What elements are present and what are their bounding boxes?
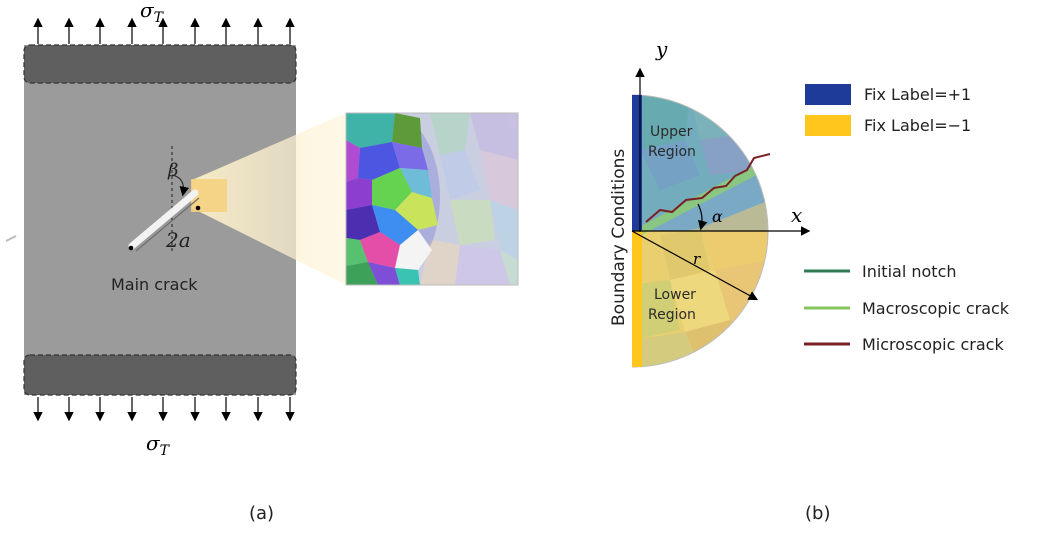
- caption-b: (b): [805, 503, 830, 524]
- bottom-stress-arrows: [33, 397, 295, 422]
- legend-label-fix-plus: Fix Label=+1: [864, 85, 971, 104]
- main-crack-label: Main crack: [111, 275, 198, 294]
- legend-label-fix-minus: Fix Label=−1: [864, 116, 971, 135]
- x-axis-label: x: [791, 203, 802, 227]
- panel-b: y x α r Upper Region Lower Region Bounda…: [609, 37, 1010, 524]
- fix-plus-strip: [632, 95, 642, 231]
- legend-label-initial-notch: Initial notch: [862, 262, 957, 281]
- main-crack-shadow: [135, 197, 200, 252]
- panel-a: σT σT β 2a Main crack: [5, 0, 519, 524]
- upper-region-label-2: Region: [648, 144, 696, 160]
- caption-a: (a): [249, 503, 274, 524]
- fix-minus-strip: [632, 231, 642, 367]
- lower-region-label: Lower: [654, 287, 696, 303]
- lower-region-label-2: Region: [648, 307, 696, 323]
- edge-mark: [5, 235, 17, 242]
- y-axis-label: y: [655, 37, 668, 61]
- upper-region-label: Upper: [650, 124, 693, 140]
- angle-beta-label: β: [167, 160, 178, 181]
- crack-tip-right: [195, 205, 201, 211]
- angle-arc: [171, 174, 190, 197]
- bottom-grip: [23, 354, 297, 396]
- top-grip: [23, 44, 297, 84]
- crack-tip-left: [128, 245, 134, 251]
- zoom-frame: [345, 112, 519, 286]
- alpha-arc: [697, 203, 708, 231]
- legend-swatch-fix-plus: [805, 84, 851, 105]
- zoom-beam: [192, 113, 346, 285]
- top-stress-arrows: [33, 17, 295, 44]
- radius-label: r: [693, 250, 701, 268]
- main-crack: [128, 189, 199, 250]
- legend: Fix Label=+1 Fix Label=−1 Initial notch …: [804, 84, 1010, 354]
- alpha-label: α: [712, 207, 723, 226]
- stress-label-top: σT: [140, 0, 165, 26]
- microstructure-zoom: [346, 113, 518, 285]
- legend-label-macro-crack: Macroscopic crack: [862, 299, 1010, 318]
- legend-swatch-fix-minus: [805, 115, 851, 136]
- microscopic-crack: [645, 153, 771, 223]
- stress-label-bottom: σT: [146, 431, 171, 459]
- radius-arrow: [631, 230, 759, 301]
- crack-length-label: 2a: [165, 228, 191, 252]
- boundary-conditions-label: Boundary Conditions: [609, 149, 629, 326]
- legend-label-micro-crack: Microscopic crack: [862, 335, 1004, 354]
